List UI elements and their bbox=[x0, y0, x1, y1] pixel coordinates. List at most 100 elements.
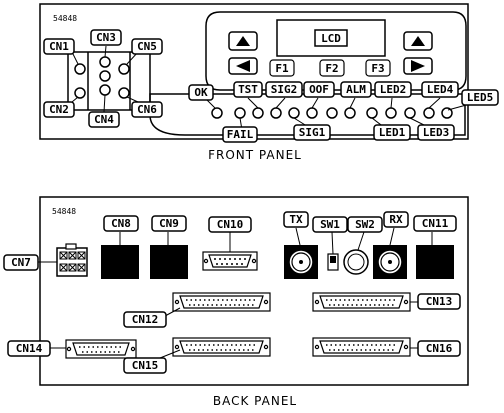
label-cn2: CN2 bbox=[43, 101, 75, 118]
label-tx: TX bbox=[283, 211, 309, 228]
lcd-label-box bbox=[314, 29, 348, 47]
label-cn8: CN8 bbox=[103, 215, 139, 232]
svg-text:SIG1: SIG1 bbox=[299, 126, 326, 139]
label-cn9: CN9 bbox=[151, 215, 187, 232]
label-cn3: CN3 bbox=[90, 29, 122, 46]
svg-text:CN11: CN11 bbox=[422, 217, 449, 230]
svg-text:CN16: CN16 bbox=[426, 342, 453, 355]
label-cn7: CN7 bbox=[3, 254, 39, 271]
cn10-connector bbox=[202, 251, 258, 271]
label-cn15: CN15 bbox=[123, 357, 167, 374]
label-cn14: CN14 bbox=[7, 340, 51, 357]
svg-text:OOF: OOF bbox=[309, 83, 329, 96]
svg-text:LED5: LED5 bbox=[467, 91, 494, 104]
svg-text:SW1: SW1 bbox=[320, 218, 340, 231]
front-model-number: 54848 bbox=[53, 14, 77, 23]
cn8-jack bbox=[101, 245, 139, 279]
svg-text:TST: TST bbox=[238, 83, 258, 96]
db-pin-rows bbox=[79, 299, 397, 353]
label-sw1: SW1 bbox=[312, 216, 348, 233]
f3-key[interactable]: F3 bbox=[365, 59, 391, 77]
f3-key-label: F3 bbox=[371, 62, 384, 75]
label-ok: OK bbox=[188, 84, 214, 101]
front-leds bbox=[211, 107, 453, 119]
label-cn1: CN1 bbox=[43, 38, 75, 55]
svg-text:CN15: CN15 bbox=[132, 359, 159, 372]
cn14-connector bbox=[65, 339, 137, 359]
svg-text:LED4: LED4 bbox=[427, 83, 454, 96]
label-sig1: SIG1 bbox=[293, 124, 331, 141]
cn12-connector bbox=[172, 292, 271, 312]
label-tst: TST bbox=[233, 81, 263, 98]
back-leader-lines bbox=[38, 227, 433, 359]
display-housing bbox=[205, 11, 467, 91]
left-arrow-icon bbox=[236, 60, 250, 72]
svg-text:OK: OK bbox=[194, 86, 208, 99]
label-cn11: CN11 bbox=[413, 215, 457, 232]
right-button[interactable] bbox=[403, 57, 433, 75]
lcd-window bbox=[276, 19, 386, 57]
svg-text:CN7: CN7 bbox=[11, 256, 31, 269]
svg-text:CN10: CN10 bbox=[217, 218, 244, 231]
label-cn5: CN5 bbox=[131, 38, 163, 55]
up-left-button[interactable] bbox=[228, 31, 258, 51]
label-cn10: CN10 bbox=[208, 216, 252, 233]
lcd-label: LCD bbox=[321, 32, 341, 45]
svg-text:RX: RX bbox=[389, 213, 403, 226]
f2-key-label: F2 bbox=[325, 62, 338, 75]
svg-text:LED2: LED2 bbox=[380, 83, 407, 96]
back-panel-caption: BACK PANEL bbox=[213, 394, 297, 408]
label-cn13: CN13 bbox=[417, 293, 461, 310]
right-arrow-icon bbox=[411, 60, 425, 72]
svg-text:CN8: CN8 bbox=[111, 217, 131, 230]
svg-text:FAIL: FAIL bbox=[227, 128, 254, 141]
up-right-button[interactable] bbox=[403, 31, 433, 51]
label-led1: LED1 bbox=[373, 124, 411, 141]
label-led2: LED2 bbox=[374, 81, 412, 98]
svg-text:CN9: CN9 bbox=[159, 217, 179, 230]
up-arrow-icon bbox=[411, 36, 425, 46]
svg-text:LED3: LED3 bbox=[423, 126, 450, 139]
cn10-pins bbox=[214, 258, 246, 265]
tx-connector bbox=[284, 245, 318, 279]
label-fail: FAIL bbox=[222, 126, 258, 143]
cn9-jack bbox=[150, 245, 188, 279]
label-cn6: CN6 bbox=[131, 101, 163, 118]
svg-text:CN5: CN5 bbox=[137, 40, 157, 53]
svg-text:CN6: CN6 bbox=[137, 103, 157, 116]
svg-text:CN4: CN4 bbox=[94, 113, 114, 126]
svg-text:CN1: CN1 bbox=[49, 40, 69, 53]
label-cn12: CN12 bbox=[123, 311, 167, 328]
svg-text:SIG2: SIG2 bbox=[271, 83, 298, 96]
f1-key-label: F1 bbox=[275, 62, 289, 75]
svg-text:LED1: LED1 bbox=[379, 126, 406, 139]
label-cn4: CN4 bbox=[88, 111, 120, 128]
svg-text:CN12: CN12 bbox=[132, 313, 159, 326]
label-sig2: SIG2 bbox=[265, 81, 303, 98]
cn16-connector bbox=[312, 337, 411, 357]
svg-text:CN14: CN14 bbox=[16, 342, 43, 355]
f1-key[interactable]: F1 bbox=[269, 59, 295, 77]
svg-text:CN2: CN2 bbox=[49, 103, 69, 116]
back-model-number: 54848 bbox=[52, 207, 76, 216]
f2-key[interactable]: F2 bbox=[319, 59, 345, 77]
up-arrow-icon bbox=[236, 36, 250, 46]
sw2-knob[interactable] bbox=[343, 249, 369, 275]
jumper-area bbox=[67, 51, 151, 111]
jumper-pins bbox=[74, 56, 130, 99]
label-cn16: CN16 bbox=[417, 340, 461, 357]
label-led4: LED4 bbox=[421, 81, 459, 98]
front-panel-caption: FRONT PANEL bbox=[208, 148, 302, 162]
cn15-connector bbox=[172, 337, 271, 357]
sw1-switch[interactable] bbox=[327, 253, 339, 271]
label-sw2: SW2 bbox=[347, 216, 383, 233]
left-button[interactable] bbox=[228, 57, 258, 75]
label-alm: ALM bbox=[340, 81, 372, 98]
cn11-jack bbox=[416, 245, 454, 279]
svg-text:CN3: CN3 bbox=[96, 31, 116, 44]
label-rx: RX bbox=[383, 211, 409, 228]
svg-text:TX: TX bbox=[289, 213, 303, 226]
label-led5: LED5 bbox=[461, 89, 499, 106]
svg-text:ALM: ALM bbox=[346, 83, 366, 96]
label-oof: OOF bbox=[303, 81, 335, 98]
